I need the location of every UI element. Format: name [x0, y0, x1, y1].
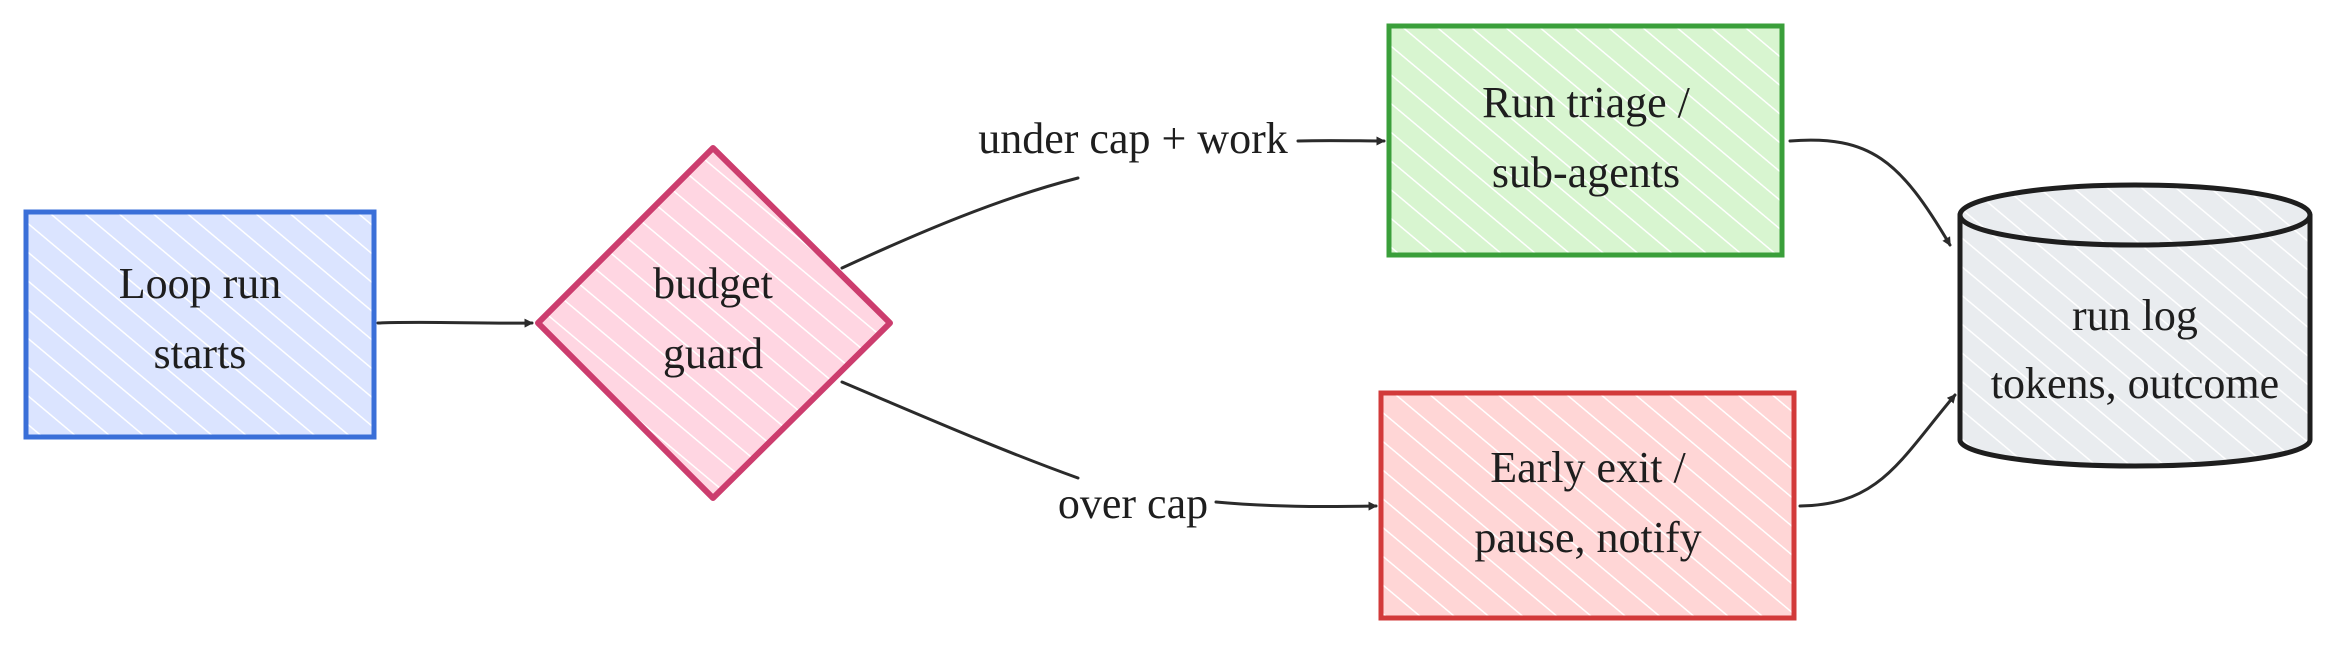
node-early-exit: Early exit / pause, notify — [1378, 390, 1797, 621]
edge-guard-to-under-label — [840, 176, 1080, 270]
node-run-triage-shape — [1386, 23, 1785, 258]
node-budget-guard: budget guard — [535, 145, 893, 501]
node-loop-run-starts-line1: Loop run — [119, 259, 282, 308]
node-run-triage-line1: Run triage / — [1482, 78, 1691, 127]
node-early-exit-line2: pause, notify — [1474, 513, 1701, 562]
node-run-log-line2: tokens, outcome — [1991, 359, 2279, 408]
node-run-triage: Run triage / sub-agents — [1386, 23, 1785, 258]
node-budget-guard-line2: guard — [663, 329, 763, 378]
node-loop-run-starts: Loop run starts — [23, 209, 377, 440]
node-early-exit-shape — [1378, 390, 1797, 621]
edge-label-under-cap: under cap + work — [978, 114, 1287, 163]
node-run-log-line1: run log — [2072, 291, 2198, 340]
edge-guard-to-over-label — [840, 380, 1080, 480]
edge-label-over-cap: over cap — [1058, 479, 1208, 528]
node-loop-run-starts-line2: starts — [154, 329, 247, 378]
node-early-exit-line1: Early exit / — [1490, 443, 1686, 492]
edge-exit-to-log — [1798, 393, 1957, 508]
edges — [376, 136, 1957, 511]
node-run-log-top — [1957, 182, 2313, 248]
node-budget-guard-line1: budget — [653, 259, 773, 308]
node-run-triage-line2: sub-agents — [1492, 148, 1680, 197]
edge-over-label-to-exit — [1214, 500, 1378, 511]
node-run-log: run log tokens, outcome — [1957, 182, 2313, 469]
node-loop-run-starts-shape — [23, 209, 377, 440]
node-budget-guard-shape — [535, 145, 893, 501]
edge-triage-to-log — [1788, 138, 1952, 247]
node-run-log-body — [1957, 212, 2313, 469]
edge-start-to-guard — [376, 318, 534, 328]
